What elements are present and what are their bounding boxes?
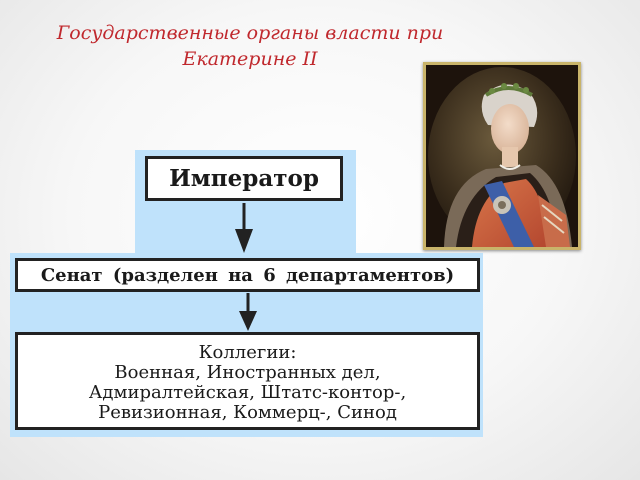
portrait-image xyxy=(423,62,581,250)
colleges-box: Коллегии: Военная, Иностранных дел, Адми… xyxy=(15,332,480,430)
emperor-box: Император xyxy=(145,156,343,201)
title-line-1: Государственные органы власти при xyxy=(56,22,444,44)
portrait-icon xyxy=(428,67,576,247)
emperor-label: Император xyxy=(169,165,319,192)
arrow-down-icon xyxy=(239,293,257,331)
slide-title: Государственные органы власти при Екатер… xyxy=(40,20,460,72)
senate-label: Сенат (разделен на 6 департаментов) xyxy=(40,264,455,286)
arrow-down-icon xyxy=(235,203,253,253)
colleges-heading: Коллегии: xyxy=(198,342,297,363)
colleges-line-3: Ревизионная, Коммерц-, Синод xyxy=(98,402,397,423)
senate-box: Сенат (разделен на 6 департаментов) xyxy=(15,258,480,292)
colleges-line-2: Адмиралтейская, Штатс-контор-, xyxy=(88,382,407,403)
title-line-2: Екатерине II xyxy=(182,48,318,70)
colleges-line-1: Военная, Иностранных дел, xyxy=(114,362,381,383)
